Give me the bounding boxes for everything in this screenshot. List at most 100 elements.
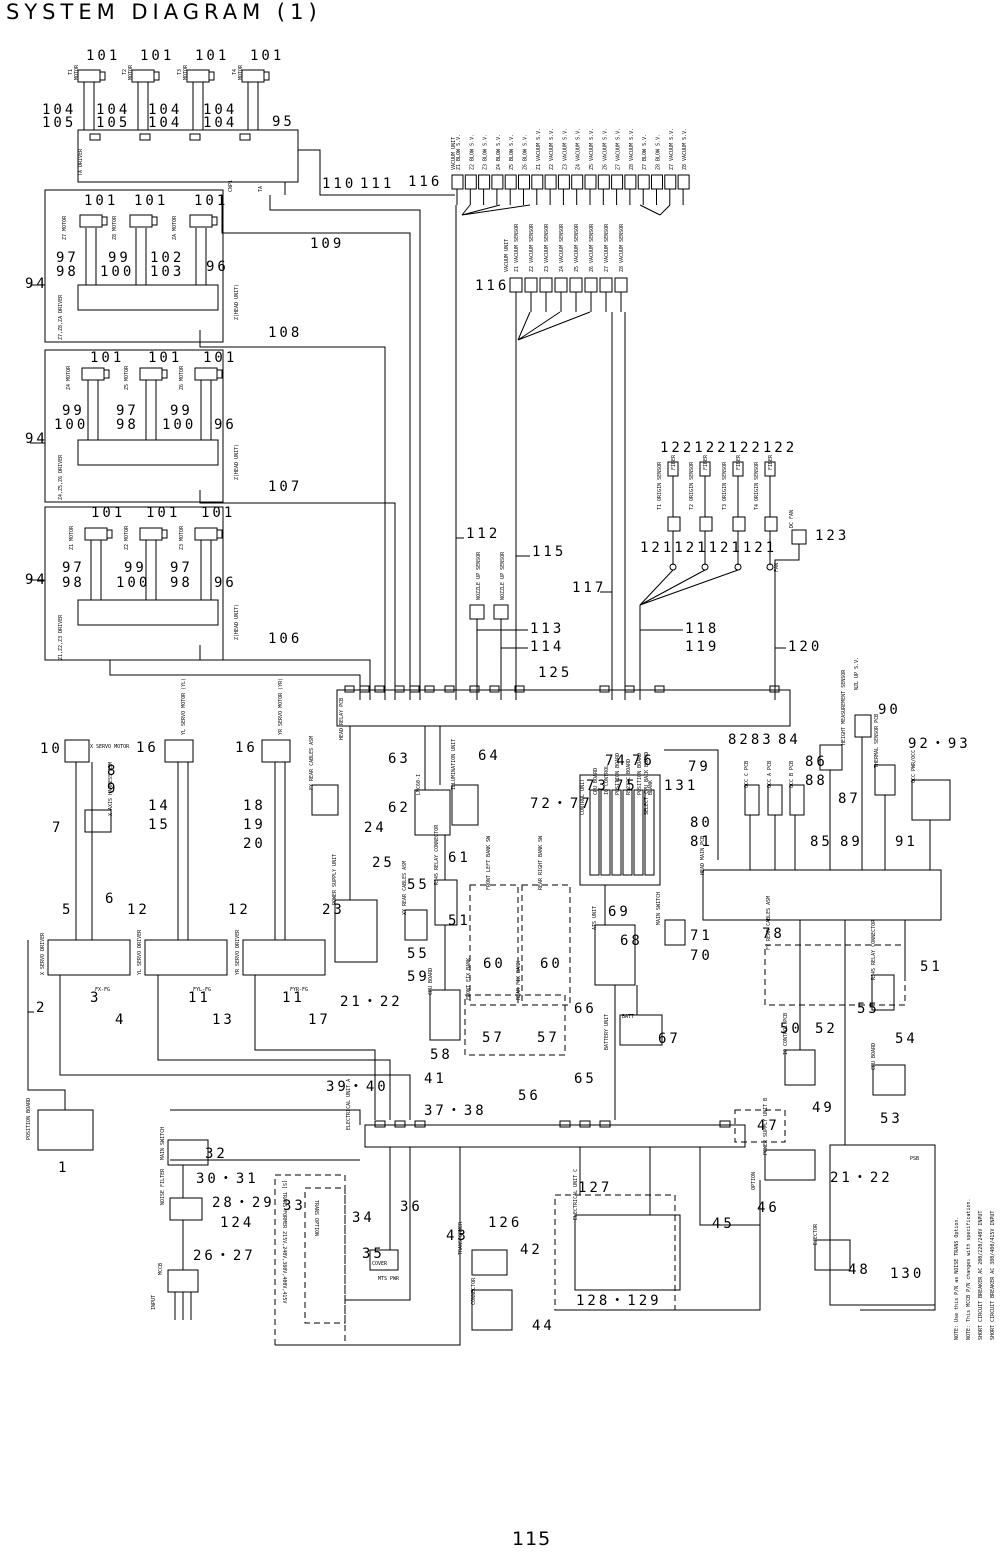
label-l_fixbank2: REAR FIX BANK	[516, 961, 522, 1000]
illumination-unit	[451, 784, 479, 826]
label-l_headu3: Z(HEAD UNIT)	[234, 604, 240, 640]
label-l_psb: PSB	[910, 1156, 919, 1162]
callout-c99b: 99	[62, 403, 85, 419]
label-l_rearsw: REAR RIGHT BANK SW	[538, 835, 544, 890]
callout-c44: 44	[532, 1318, 555, 1334]
callout-c130: 130	[890, 1266, 924, 1282]
label-l_motor1: MOTOR	[74, 64, 80, 80]
connector	[469, 685, 480, 693]
cpu-board-2	[872, 1064, 906, 1096]
motor-shaft	[211, 216, 218, 226]
vacuum-sensor	[569, 277, 583, 293]
label-l_ioctrl: IO CONTROL	[604, 765, 610, 795]
label-l_v11: Z5 VACUUM S.V.	[589, 128, 595, 170]
label-l_note2: NOTE: This MCCB P/N changes with specifi…	[966, 1199, 972, 1340]
label-l_v7: Z1 VACUUM S.V.	[536, 128, 542, 170]
callout-c8283: 8283	[728, 732, 774, 748]
label-l_xservo: X SERVO MOTOR	[90, 744, 130, 750]
callout-c74: 74	[605, 753, 628, 769]
label-l_z7m: Z7 MOTOR	[62, 215, 68, 240]
card-slot	[611, 789, 622, 876]
callout-c57b: 57	[537, 1030, 560, 1046]
wire	[170, 1109, 361, 1161]
yl-servo-motor	[164, 739, 194, 763]
callout-c96c: 96	[214, 575, 237, 591]
label-l_nzlsv: NZL UP S.V.	[854, 657, 860, 690]
callout-c2: 2	[36, 1000, 47, 1016]
callout-c2122a: 21・22	[340, 994, 403, 1010]
callout-c69: 69	[608, 904, 631, 920]
callout-c101f: 101	[134, 193, 168, 209]
callout-c119: 119	[685, 639, 719, 655]
label-l_z7drv: Z7,Z8,ZA DRIVER	[58, 294, 64, 340]
origin-sensor	[764, 516, 778, 532]
callout-c68: 68	[620, 933, 643, 949]
callout-c101k: 101	[91, 505, 125, 521]
battery-unit	[619, 1014, 663, 1046]
label-l_vs5: Z5 VACUUM SENSOR	[574, 223, 580, 272]
wire	[27, 940, 34, 1013]
callout-c35: 35	[362, 1246, 385, 1262]
motor-shaft	[103, 369, 110, 379]
label-l_v9: Z3 VACUUM S.V.	[562, 128, 568, 170]
callout-c104d: 104	[148, 115, 182, 131]
solenoid-valve	[518, 174, 530, 190]
motor-symbol	[186, 69, 210, 83]
card-slot	[622, 789, 633, 876]
motor-symbol	[189, 214, 213, 228]
connector	[414, 1120, 426, 1128]
callout-c86: 86	[805, 754, 828, 770]
cover-box	[369, 1249, 399, 1271]
fix-bank-box	[464, 994, 566, 1056]
connector	[514, 685, 525, 693]
connector	[139, 133, 151, 141]
occ-pcb	[789, 784, 805, 816]
label-l_vs4: Z4 VACUUM SENSOR	[559, 223, 565, 272]
callout-c80: 80	[690, 815, 713, 831]
callout-c96a: 96	[206, 259, 229, 275]
label-l_fyrear: FY REAR CABLES ASM	[309, 736, 315, 790]
label-l_option: OPTION	[751, 1172, 757, 1190]
callout-c84: 84	[778, 732, 801, 748]
label-l_noise: NOISE FILTER	[160, 1168, 166, 1205]
callout-c42: 42	[520, 1242, 543, 1258]
callout-c114: 114	[530, 639, 564, 655]
cpu-board	[429, 989, 461, 1041]
solenoid-valve	[571, 174, 584, 190]
callout-c120: 120	[788, 639, 822, 655]
callout-c100d: 100	[116, 575, 150, 591]
label-l_mtspwr: MTS PWR	[378, 1276, 400, 1282]
callout-c112: 112	[466, 526, 500, 542]
wire	[555, 1180, 761, 1311]
callout-c24: 24	[364, 820, 387, 836]
vacuum-sensor	[599, 277, 613, 293]
electrical-unit-c-outer	[554, 1194, 676, 1311]
label-l_nzl1: NOZZLE UP SENSOR	[476, 551, 482, 600]
callout-c101l: 101	[146, 505, 180, 521]
label-l_batt: BATT	[622, 1014, 634, 1020]
callout-c118: 118	[685, 621, 719, 637]
solenoid-valve	[651, 174, 663, 190]
callout-c50: 50	[780, 1021, 803, 1037]
label-l_height: HEIGHT MEASUREMENT SENSOR	[841, 669, 847, 745]
label-l_mainsw: MAIN SWITCH	[656, 892, 662, 925]
label-l_thermal: THERMAL SENSOR PCB	[874, 714, 880, 768]
callout-c46: 46	[757, 1200, 780, 1216]
label-l_illum: ILLUMINATION UNIT	[451, 739, 457, 790]
label-l_zam: ZA MOTOR	[172, 215, 178, 240]
callout-c99c: 99	[170, 403, 193, 419]
label-l_vacunit: VACUUM UNIT	[451, 137, 457, 170]
origin-sensor	[667, 516, 681, 532]
height-sensor	[819, 744, 843, 771]
label-l_motor2: MOTOR	[128, 64, 134, 80]
callout-c98b: 98	[116, 417, 139, 433]
label-l_fyrear2: FY REAR CABLES ASM	[766, 896, 772, 950]
callout-c2627: 26・27	[193, 1248, 256, 1264]
motor-shaft	[106, 529, 113, 539]
callout-c101j: 101	[203, 350, 237, 366]
callout-c11b: 11	[282, 990, 305, 1006]
callout-c97d: 97	[170, 560, 193, 576]
head-relay-pcb	[336, 689, 791, 727]
